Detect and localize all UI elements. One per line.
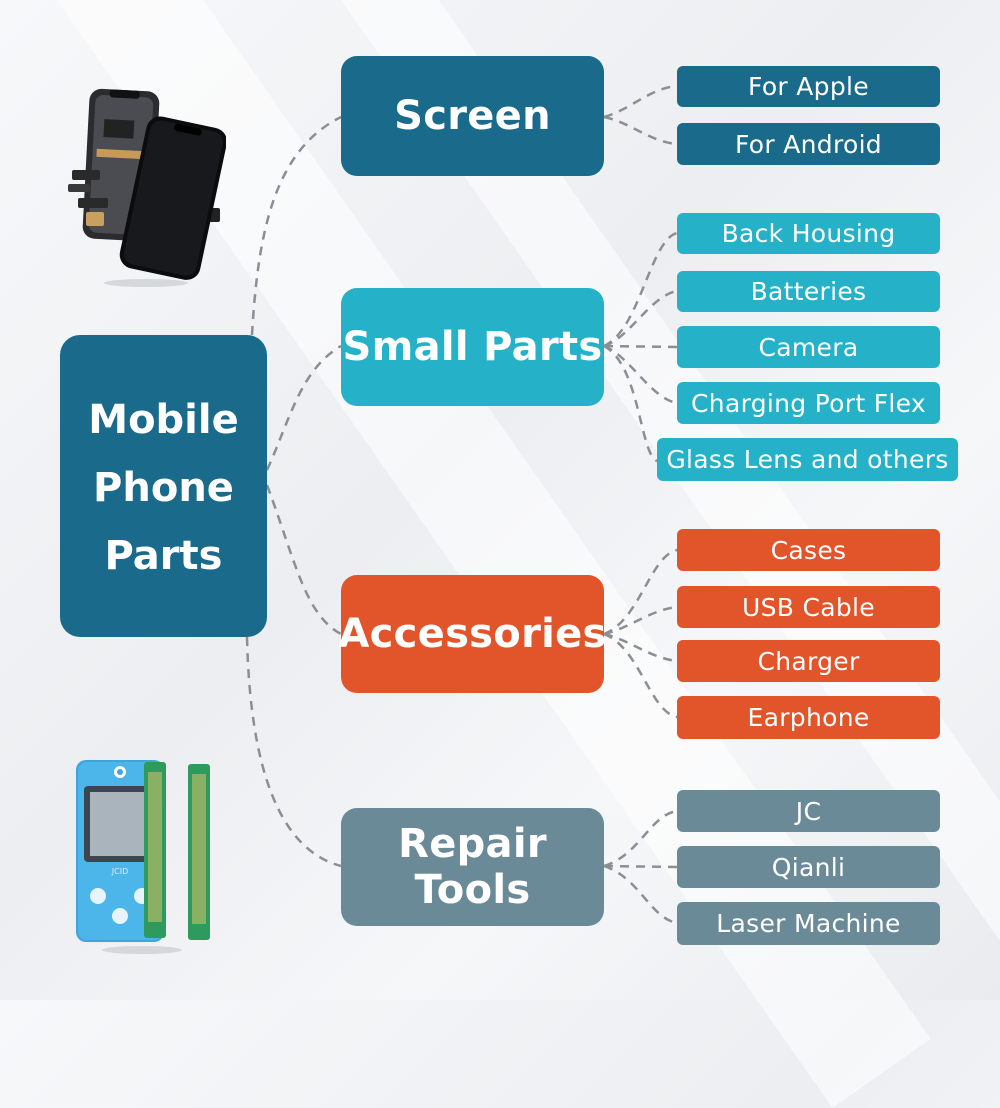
connector-acc-earphone: [603, 632, 678, 719]
category-repair-tools: Repair Tools: [341, 808, 604, 926]
leaf-cases: Cases: [677, 529, 940, 571]
connector-small-camera: [603, 344, 678, 349]
leaf-charging-port-flex: Charging Port Flex: [677, 382, 940, 424]
connector-small-batteries: [603, 289, 678, 348]
connector-acc-cases: [603, 548, 678, 636]
leaf-batteries: Batteries: [677, 271, 940, 312]
leaf-glass-lens-and-others: Glass Lens and others: [657, 438, 958, 481]
connector-acc-charger: [603, 632, 678, 663]
leaf-jc: JC: [677, 790, 940, 832]
connector-screen-android: [603, 115, 678, 146]
leaf-earphone: Earphone: [677, 696, 940, 739]
connector-tools-laser: [603, 864, 678, 925]
category-accessories: Accessories: [338, 575, 606, 693]
jc-programmer-device-image: JCID: [76, 760, 210, 954]
leaf-for-android: For Android: [677, 123, 940, 165]
leaf-usb-cable: USB Cable: [677, 586, 940, 628]
leaf-laser-machine: Laser Machine: [677, 902, 940, 945]
connector-small-charging: [603, 344, 678, 405]
root-title-line3: Parts: [104, 533, 223, 579]
connector-lines: [245, 84, 678, 925]
connector-tools-jc: [603, 809, 678, 868]
leaf-for-apple: For Apple: [677, 66, 940, 107]
root-title-line2: Phone: [93, 465, 234, 511]
root-title-line1: Mobile: [88, 397, 239, 443]
connector-small-back-housing: [603, 231, 678, 348]
category-small-parts: Small Parts: [341, 288, 604, 406]
leaf-qianli: Qianli: [677, 846, 940, 888]
jc-brand-text: JCID: [111, 867, 128, 876]
connector-root-screen: [250, 115, 342, 336]
connector-tools-qianli: [603, 864, 678, 869]
leaf-charger: Charger: [677, 640, 940, 682]
leaf-back-housing: Back Housing: [677, 213, 940, 254]
connector-small-glass: [603, 344, 658, 463]
category-screen: Screen: [341, 56, 604, 176]
leaf-camera: Camera: [677, 326, 940, 368]
connector-screen-apple: [603, 84, 678, 119]
connector-root-repair-tools: [245, 636, 342, 868]
connector-root-small-parts: [265, 344, 342, 471]
connector-root-accessories: [265, 484, 342, 636]
connector-acc-usb: [603, 605, 678, 636]
phone-lcd-screen-image: [68, 88, 226, 287]
root-node-mobile-phone-parts: Mobile Phone Parts: [60, 335, 267, 637]
